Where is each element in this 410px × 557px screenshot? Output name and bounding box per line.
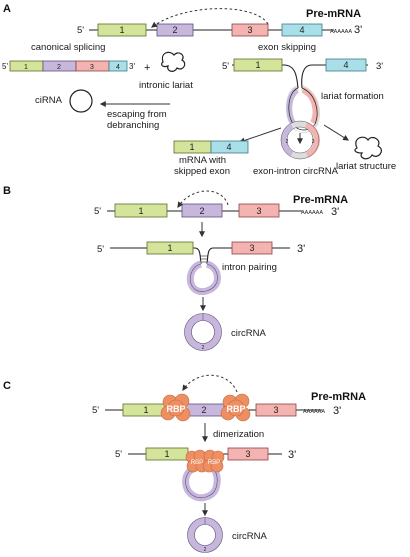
- svg-text:3: 3: [312, 139, 315, 145]
- exon-3-label: 3: [247, 25, 252, 35]
- rbp-right: RBP: [220, 393, 251, 422]
- svg-text:2: 2: [202, 345, 205, 351]
- exon-2: [156, 23, 194, 37]
- svg-text:1: 1: [164, 449, 169, 459]
- panel-b: B Pre-mRNA 5' 1 2 3 AAAAAA 3' 5' 1 3: [3, 185, 348, 351]
- exon-1: [97, 23, 147, 37]
- svg-text:5': 5': [97, 244, 104, 255]
- spliced-mrna: 5' 1 2 3 4 3': [2, 60, 135, 72]
- intron-pairing-structure: 5' 1 3 3' intron pairing: [97, 241, 305, 296]
- svg-text:3': 3': [333, 405, 341, 417]
- svg-text:2: 2: [57, 64, 61, 71]
- svg-text:1: 1: [143, 405, 148, 415]
- rbp-left-label: RBP: [166, 404, 185, 414]
- svg-text:1: 1: [138, 206, 143, 216]
- escaping-label-1: escaping from: [107, 109, 167, 120]
- skipped-exon-label: skipped exon: [174, 166, 230, 177]
- svg-text:AAAAAA: AAAAAA: [303, 409, 325, 415]
- lariat-formation-structure: 5' 1 4 3' lariat formation: [222, 58, 384, 133]
- intronic-lariat-shape: [161, 51, 186, 72]
- skipped-exon-mrna: 1 4 mRNA with skipped exon: [173, 140, 249, 177]
- svg-text:1: 1: [167, 243, 172, 253]
- canonical-splicing-label: canonical splicing: [31, 42, 105, 53]
- pre-mrna-title-b: Pre-mRNA: [293, 194, 348, 206]
- panel-a: A 5' 1 2 3 4 AAAAAA 3' Pre-mRNA canonica…: [2, 3, 396, 177]
- svg-text:4: 4: [116, 64, 120, 71]
- svg-text:RBP: RBP: [208, 460, 220, 466]
- svg-text:5': 5': [94, 206, 101, 217]
- circrna-c: 2 circRNA: [187, 517, 267, 553]
- svg-text:3': 3': [376, 61, 383, 72]
- svg-text:5': 5': [115, 449, 122, 460]
- svg-text:5': 5': [92, 405, 99, 416]
- exon-4-label: 4: [299, 25, 304, 35]
- panel-c: C Pre-mRNA 5' 1 2 3 AAAAAA 3' RBP: [3, 374, 366, 553]
- escaping-label-2: debranching: [107, 120, 159, 131]
- exon-2-label: 2: [172, 25, 177, 35]
- svg-text:AAAAAA: AAAAAA: [301, 210, 323, 216]
- pre-mrna-title: Pre-mRNA: [306, 8, 361, 20]
- svg-text:1: 1: [255, 60, 260, 70]
- svg-text:3': 3': [297, 243, 305, 255]
- svg-text:5': 5': [222, 61, 229, 72]
- exon-intron-circrna: 2 3 exon-intron circRNA: [253, 120, 339, 177]
- svg-text:2: 2: [204, 547, 207, 553]
- panel-b-label: B: [3, 185, 11, 197]
- five-prime-end: 5': [77, 25, 84, 36]
- svg-text:3: 3: [90, 64, 94, 71]
- pre-mrna-title-c: Pre-mRNA: [311, 391, 366, 403]
- exon-3: [231, 23, 269, 37]
- poly-a-tail: AAAAAA: [330, 29, 352, 35]
- intron-pairing-label: intron pairing: [222, 262, 277, 273]
- exon-intron-circrna-label: exon-intron circRNA: [253, 166, 339, 177]
- svg-text:4: 4: [343, 60, 348, 70]
- mrna-with-label: mRNA with: [179, 155, 226, 166]
- svg-text:3: 3: [245, 449, 250, 459]
- plus-sign: +: [144, 62, 150, 74]
- rbp-right-label: RBP: [226, 404, 245, 414]
- svg-text:3': 3': [331, 206, 339, 218]
- pre-mrna-c: 5' 1 2 3 AAAAAA 3' RBP: [92, 374, 341, 422]
- circrna-b: 2 circRNA: [184, 313, 266, 351]
- svg-text:2: 2: [199, 206, 204, 216]
- circrna-label-c: circRNA: [232, 531, 267, 542]
- svg-text:3': 3': [288, 449, 296, 461]
- svg-text:4: 4: [226, 142, 231, 152]
- exon-1-label: 1: [119, 25, 124, 35]
- svg-text:1: 1: [189, 142, 194, 152]
- cirna-label: ciRNA: [35, 95, 63, 106]
- rbp-left: RBP: [160, 393, 191, 422]
- svg-text:RBP: RBP: [191, 460, 203, 466]
- circrna-label-b: circRNA: [231, 328, 266, 339]
- svg-text:1: 1: [24, 64, 28, 71]
- spliced-three-prime: 3': [129, 62, 135, 71]
- spliced-five-prime: 5': [2, 62, 8, 71]
- pre-mrna-b: 5' 1 2 3 AAAAAA 3': [94, 190, 339, 218]
- exon-4: [281, 23, 323, 37]
- lariat-structure-label: lariat structure: [336, 161, 396, 172]
- rbp-dimer: RBP RBP: [185, 449, 225, 473]
- dimerization-label: dimerization: [213, 429, 264, 440]
- lariat-structure-shape: [354, 136, 382, 160]
- svg-text:2: 2: [201, 405, 206, 415]
- exon-skipping-label: exon skipping: [258, 42, 316, 53]
- three-prime-end: 3': [354, 24, 362, 36]
- svg-text:2: 2: [286, 139, 289, 145]
- cirna-circle: [69, 89, 93, 113]
- panel-a-label: A: [3, 3, 11, 15]
- svg-text:3: 3: [256, 206, 261, 216]
- svg-text:3: 3: [273, 405, 278, 415]
- intronic-lariat-label: intronic lariat: [139, 80, 193, 91]
- svg-text:3: 3: [249, 243, 254, 253]
- dimerization-structure: 5' 1 3 3' RBP RBP: [115, 447, 296, 502]
- panel-c-label: C: [3, 380, 11, 392]
- pre-mrna-a: 5' 1 2 3 4 AAAAAA 3' Pre-mRNA: [77, 8, 362, 37]
- lariat-formation-label: lariat formation: [321, 91, 384, 102]
